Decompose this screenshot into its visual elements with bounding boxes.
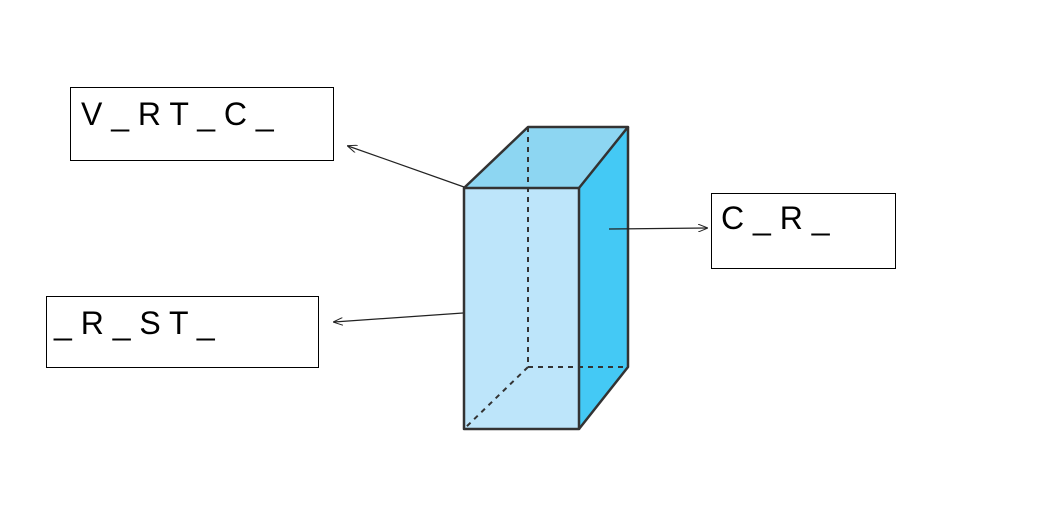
face-label-text: C _ R _ — [721, 200, 830, 236]
prism-side-face — [579, 127, 628, 429]
prism-front-face — [464, 188, 579, 429]
prism-top-face — [464, 127, 628, 188]
vertex-label-text: V _ R T _ C _ — [81, 96, 274, 132]
face-label-box: C _ R _ — [711, 193, 896, 269]
vertex-pointer-arrow — [348, 146, 465, 188]
prism-visible-edges — [462, 125, 630, 431]
vertex-label-box: V _ R T _ C _ — [70, 87, 334, 161]
edge-label-text: _ R _ S T _ — [54, 305, 215, 341]
face-pointer-arrow — [608, 228, 707, 229]
edge-pointer-arrow — [334, 312, 464, 322]
edge-label-box: _ R _ S T _ — [46, 296, 319, 368]
